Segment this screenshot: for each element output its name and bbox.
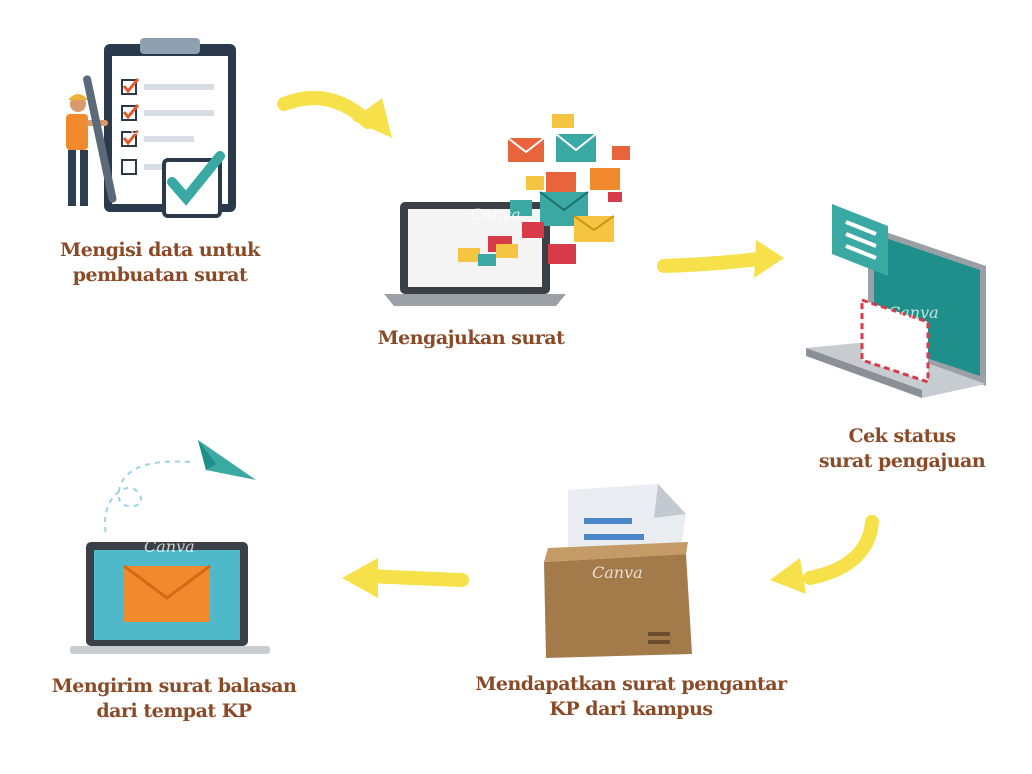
step-label-fill-data: Mengisi data untuk pembuatan surat <box>40 238 280 288</box>
watermark: Canva <box>144 537 195 556</box>
arrowhead-4 <box>342 558 378 598</box>
laptop-envelopes-icon <box>384 114 630 306</box>
step-label-line: Mengirim surat balasan <box>51 675 297 697</box>
clipboard-checklist-icon <box>66 38 236 218</box>
arrow-2-to-3 <box>657 251 773 273</box>
step-label-submit: Mengajukan surat <box>366 326 576 351</box>
step-label-line: surat pengajuan <box>818 450 986 472</box>
paper-plane-icon <box>104 440 256 537</box>
step-label-line: Mengajukan surat <box>377 327 565 349</box>
arrowhead-1 <box>352 98 392 138</box>
arrowhead-2 <box>754 240 784 278</box>
step-label-line: pembuatan surat <box>72 264 248 286</box>
watermark: Canva <box>888 303 939 322</box>
folder-document-icon <box>544 484 692 658</box>
laptop-envelope-icon <box>70 542 270 654</box>
step-label-line: KP dari kampus <box>549 698 713 720</box>
arrowhead-3 <box>770 558 806 594</box>
step-label-line: Mengisi data untuk <box>60 239 260 261</box>
watermark: Canva <box>470 205 521 224</box>
arrow-3-to-4 <box>803 515 879 585</box>
arrow-4-to-5 <box>365 569 469 587</box>
step-label-line: Cek status <box>848 425 956 447</box>
laptop-status-check-icon <box>806 204 986 398</box>
step-label-get-letter: Mendapatkan surat pengantar KP dari kamp… <box>466 672 796 722</box>
watermark: Canva <box>130 119 181 138</box>
step-label-send-reply: Mengirim surat balasan dari tempat KP <box>36 674 312 724</box>
watermark: Canva <box>592 563 643 582</box>
step-label-line: Mendapatkan surat pengantar <box>475 673 787 695</box>
step-label-line: dari tempat KP <box>96 700 252 722</box>
step-label-check-status: Cek status surat pengajuan <box>792 424 1012 474</box>
